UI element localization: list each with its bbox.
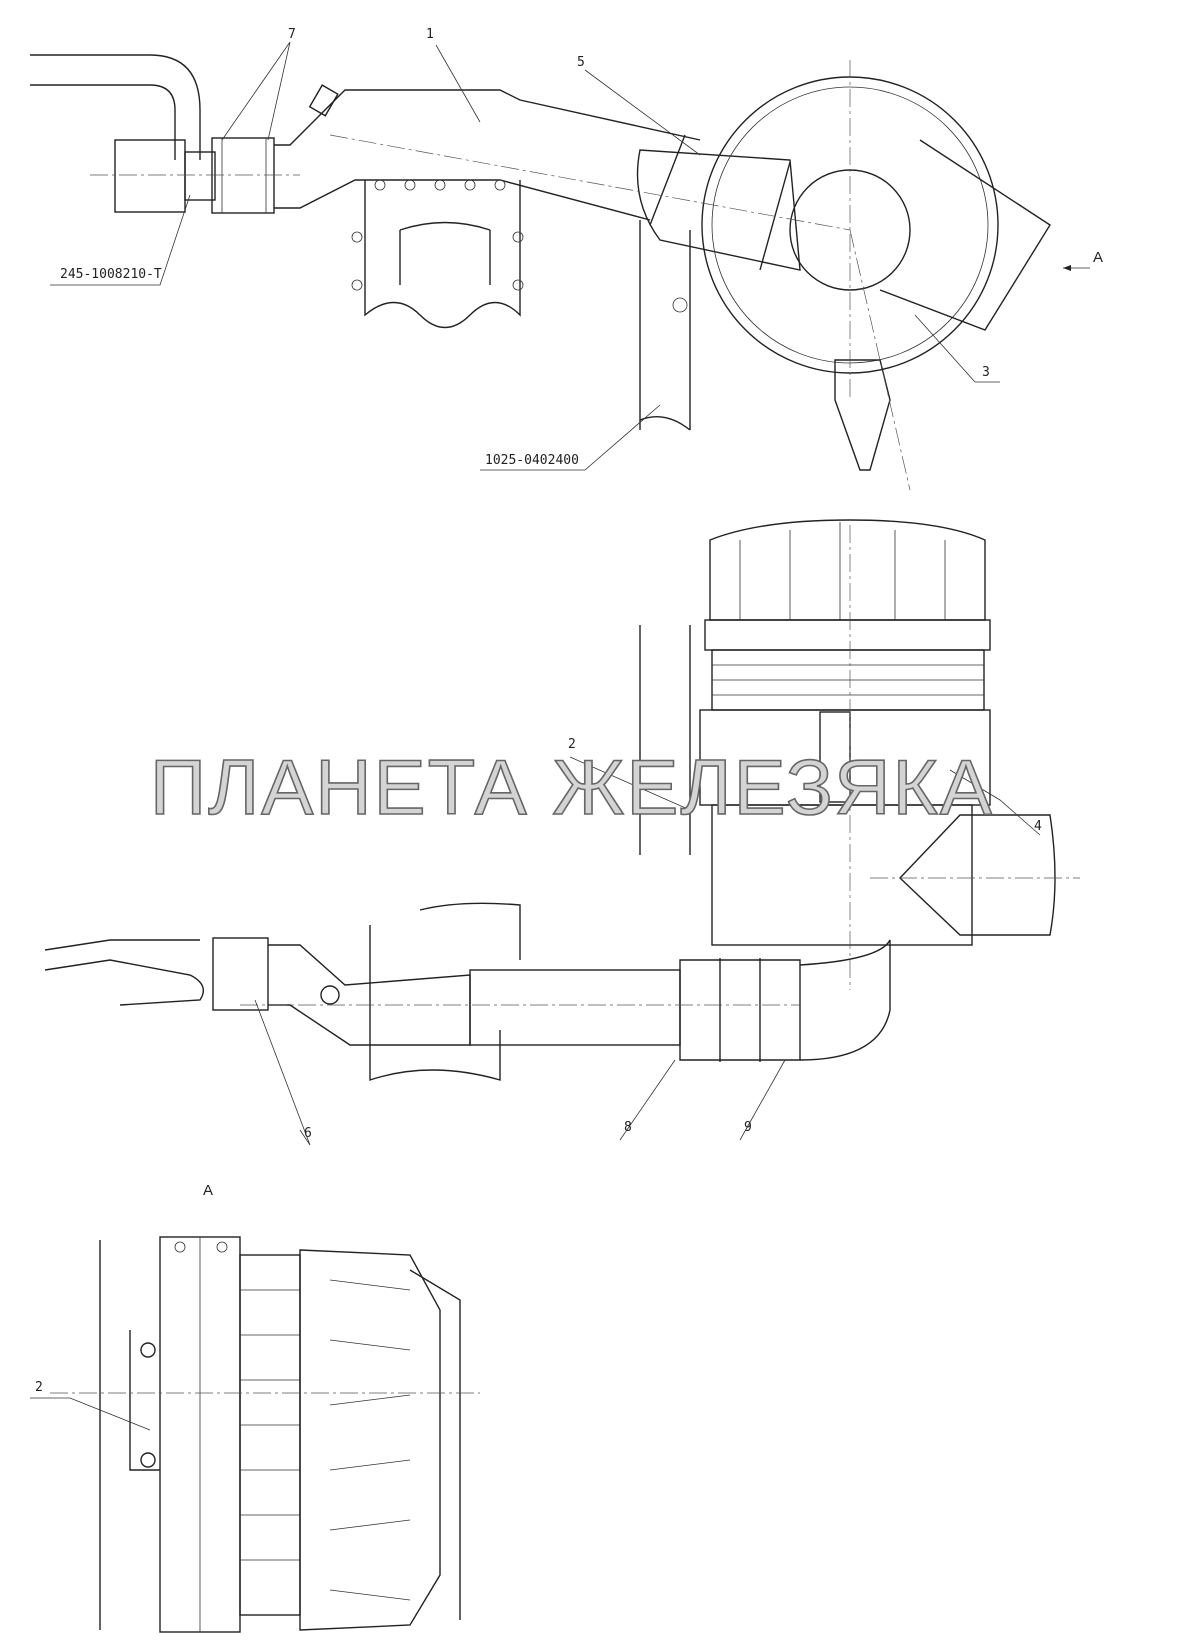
callout-3: 3: [982, 365, 990, 380]
top-view: [30, 41, 1090, 491]
callout-4: 4: [1034, 819, 1042, 834]
callout-8: 8: [624, 1120, 632, 1135]
front-view: [44, 519, 1080, 1146]
callout-2: 2: [568, 737, 576, 752]
callout-2-view-a: 2: [35, 1380, 43, 1395]
part-number-245-1008210-t: 245-1008210-T: [60, 267, 162, 282]
callout-7: 7: [288, 27, 296, 42]
callout-9: 9: [744, 1120, 752, 1135]
view-a: [30, 1236, 480, 1633]
view-a-arrow-label: A: [1093, 249, 1104, 266]
callout-6: 6: [304, 1126, 312, 1141]
callout-5: 5: [577, 55, 585, 70]
view-a-title: A: [203, 1182, 214, 1199]
watermark: ПЛАНЕТА ЖЕЛЕЗЯКА: [149, 742, 994, 832]
part-number-1025-0402400: 1025-0402400: [485, 453, 579, 468]
callout-1: 1: [426, 27, 434, 42]
